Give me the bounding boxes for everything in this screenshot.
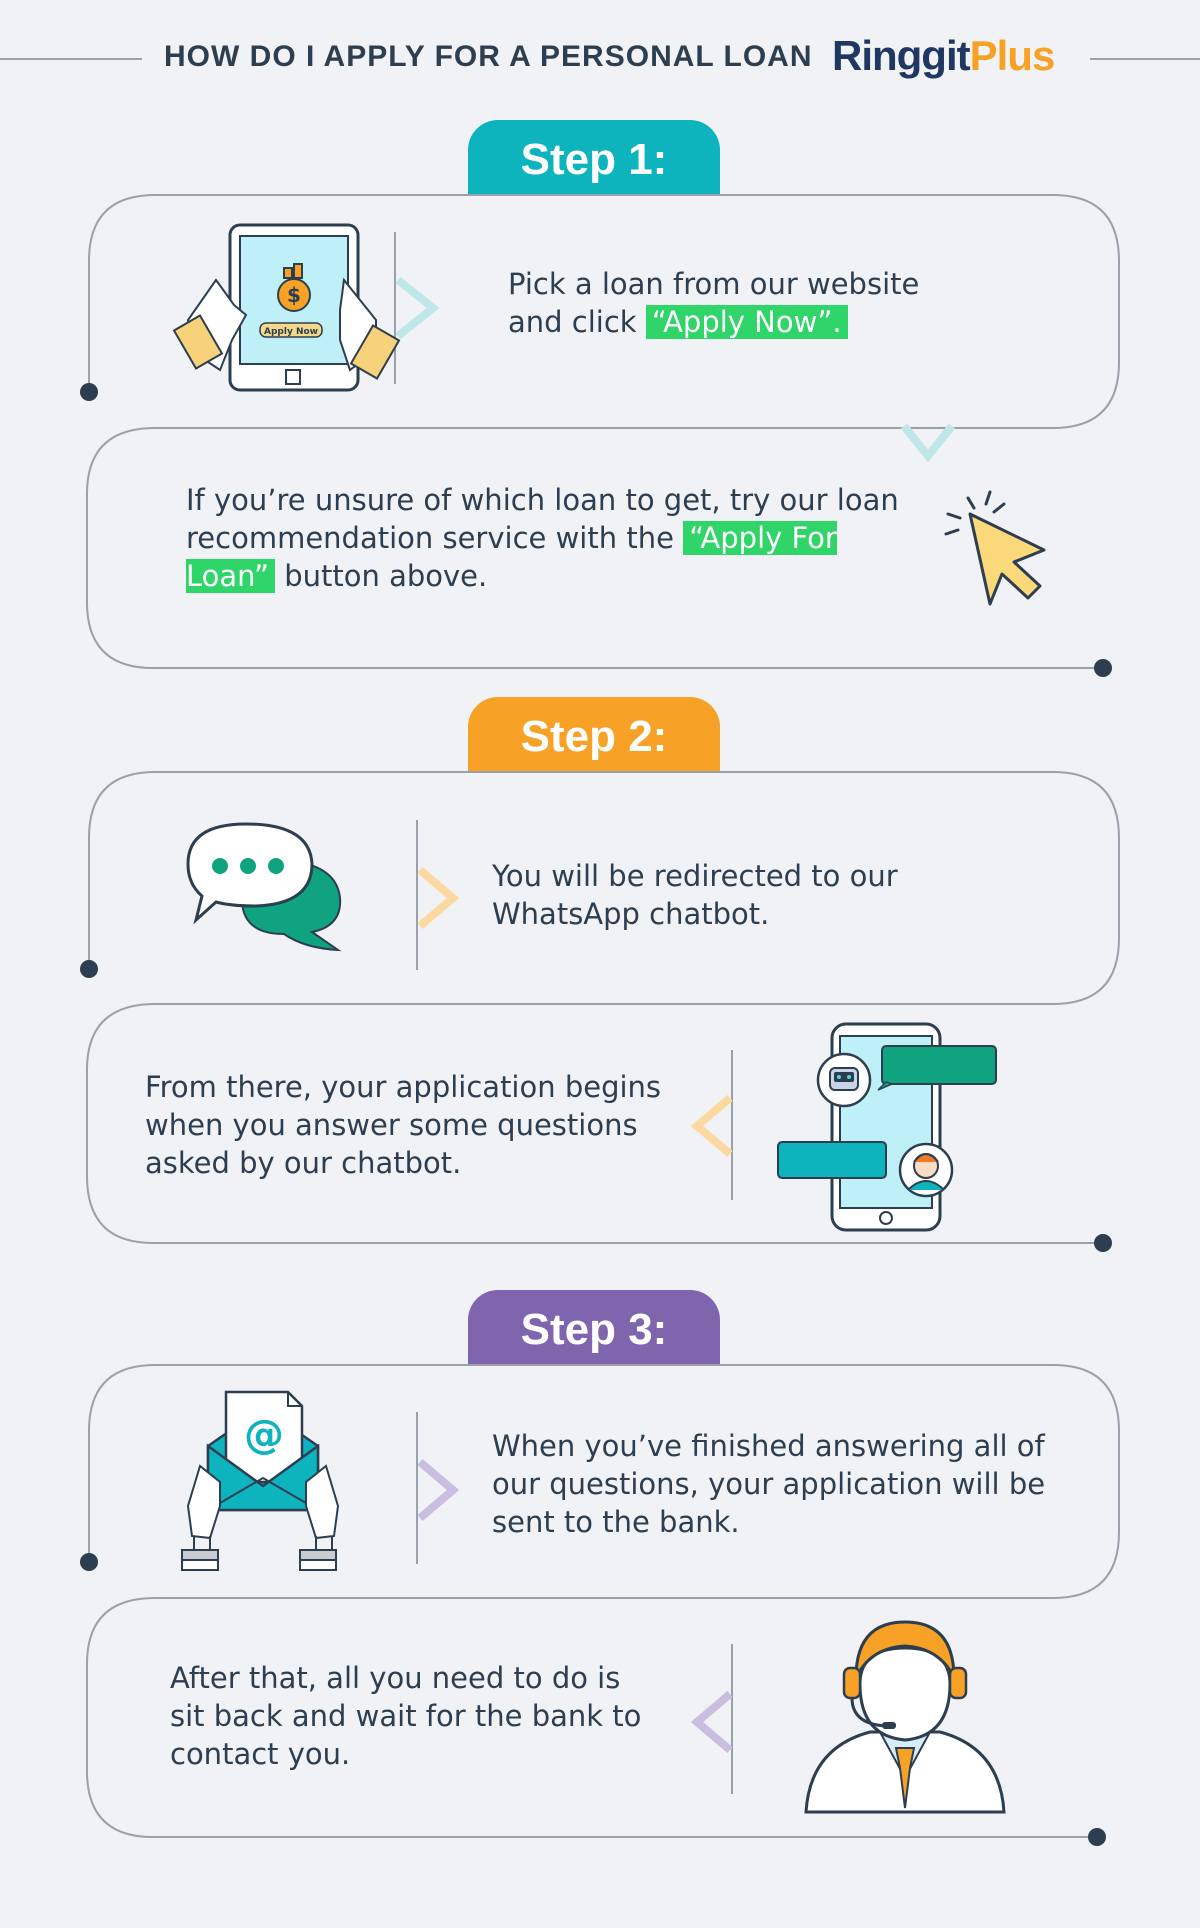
email-envelope-icon: @ [181, 1390, 340, 1571]
apply-now-highlight: “Apply Now”. [645, 305, 848, 339]
cursor-click-icon [944, 490, 1046, 606]
header-rule-left [0, 58, 142, 60]
step-2-tab: Step 2: [468, 697, 720, 771]
step-1-card-2-text: If you’re unsure of which loan to get, t… [186, 481, 906, 595]
step-1-tab: Step 1: [468, 120, 720, 194]
step-2-card-1-divider [416, 820, 460, 970]
step-3-card-2-text: After that, all you need to do is sit ba… [170, 1661, 642, 1771]
step-1-card-1-text: Pick a loan from our website and click “… [508, 265, 948, 341]
step-1-notch-chevron [900, 423, 956, 463]
logo-text-plus: Plus [969, 32, 1056, 79]
apply-now-mini-label: Apply Now [264, 327, 318, 337]
logo-text-ringgit: Ringgit [832, 32, 971, 79]
header-rule-right [1090, 58, 1200, 60]
svg-text:@: @ [244, 1412, 284, 1458]
step-1-card-2-body: If you’re unsure of which loan to get, t… [186, 483, 899, 555]
step-1-card-1-body: Pick a loan from our website and click [508, 267, 920, 339]
step-3-card-1-divider [416, 1412, 460, 1564]
step-2-card-2-divider [690, 1050, 733, 1200]
step-1-card-2-tail: button above. [274, 559, 488, 593]
tablet-apply-now-icon: $ Apply Now [172, 223, 401, 392]
step-2-card-2-text: From there, your application begins when… [145, 1070, 662, 1180]
step-3-tab: Step 3: [468, 1290, 720, 1364]
step-3-card-2-divider [690, 1644, 733, 1794]
step-2-card-1-text: You will be redirected to our WhatsApp c… [492, 859, 898, 931]
page-title: HOW DO I APPLY FOR A PERSONAL LOAN [164, 40, 813, 73]
svg-text:$: $ [287, 283, 301, 307]
ringgitplus-logo[interactable]: RinggitPlus [832, 32, 1056, 80]
step-3-card-1-text: When you’ve finished answering all of ou… [492, 1429, 1046, 1539]
phone-chatbot-icon [777, 1022, 997, 1232]
support-agent-icon [804, 1620, 1006, 1814]
step-1-card-1-divider [394, 232, 440, 384]
chat-bubbles-icon [186, 822, 342, 952]
